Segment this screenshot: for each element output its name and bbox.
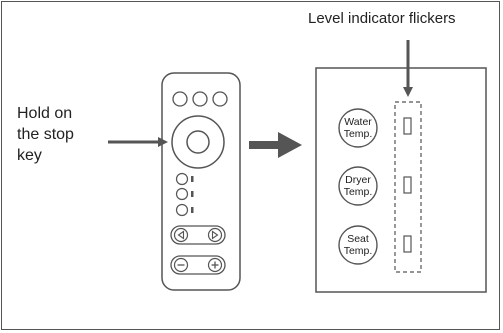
level-indicator-dryer bbox=[403, 176, 412, 194]
transition-arrow bbox=[249, 132, 302, 158]
left-arrow-icon[interactable] bbox=[173, 227, 189, 243]
remote-indicator-led-3 bbox=[191, 207, 194, 213]
minus-icon[interactable] bbox=[173, 257, 189, 273]
remote-top-button-2[interactable] bbox=[192, 91, 208, 107]
remote-indicator-led-2 bbox=[191, 191, 194, 197]
panel-button-seat-temp[interactable]: Seat Temp. bbox=[338, 225, 378, 265]
level-indicator-label: Level indicator flickers bbox=[308, 10, 456, 27]
dryer-temp-label-line-2: Temp. bbox=[344, 186, 373, 198]
water-temp-label-line-2: Temp. bbox=[344, 128, 373, 140]
hold-label-line-2: the stop bbox=[17, 126, 74, 143]
seat-temp-label-line-2: Temp. bbox=[344, 245, 373, 257]
remote-small-button-3[interactable] bbox=[175, 203, 189, 217]
hold-stop-key-label: Hold on the stop key bbox=[17, 103, 74, 166]
remote-small-button-1[interactable] bbox=[175, 172, 189, 186]
panel-button-water-temp[interactable]: Water Temp. bbox=[338, 108, 378, 148]
level-indicator-seat bbox=[403, 235, 412, 253]
remote-top-button-1[interactable] bbox=[172, 91, 188, 107]
plus-icon[interactable] bbox=[207, 257, 223, 273]
water-temp-label-line-1: Water bbox=[344, 116, 372, 128]
hold-label-line-3: key bbox=[17, 147, 42, 164]
level-indicator-water bbox=[403, 117, 412, 135]
seat-temp-label-line-1: Seat bbox=[347, 233, 369, 245]
hold-label-line-1: Hold on bbox=[17, 105, 73, 122]
dryer-temp-label-line-1: Dryer bbox=[345, 174, 371, 186]
remote-indicator-led-1 bbox=[191, 176, 194, 182]
remote-small-button-2[interactable] bbox=[175, 187, 189, 201]
right-arrow-icon[interactable] bbox=[207, 227, 223, 243]
remote-top-button-3[interactable] bbox=[212, 91, 228, 107]
stop-key-button[interactable] bbox=[186, 130, 210, 154]
panel-button-dryer-temp[interactable]: Dryer Temp. bbox=[338, 166, 378, 206]
remote-control bbox=[161, 72, 241, 291]
